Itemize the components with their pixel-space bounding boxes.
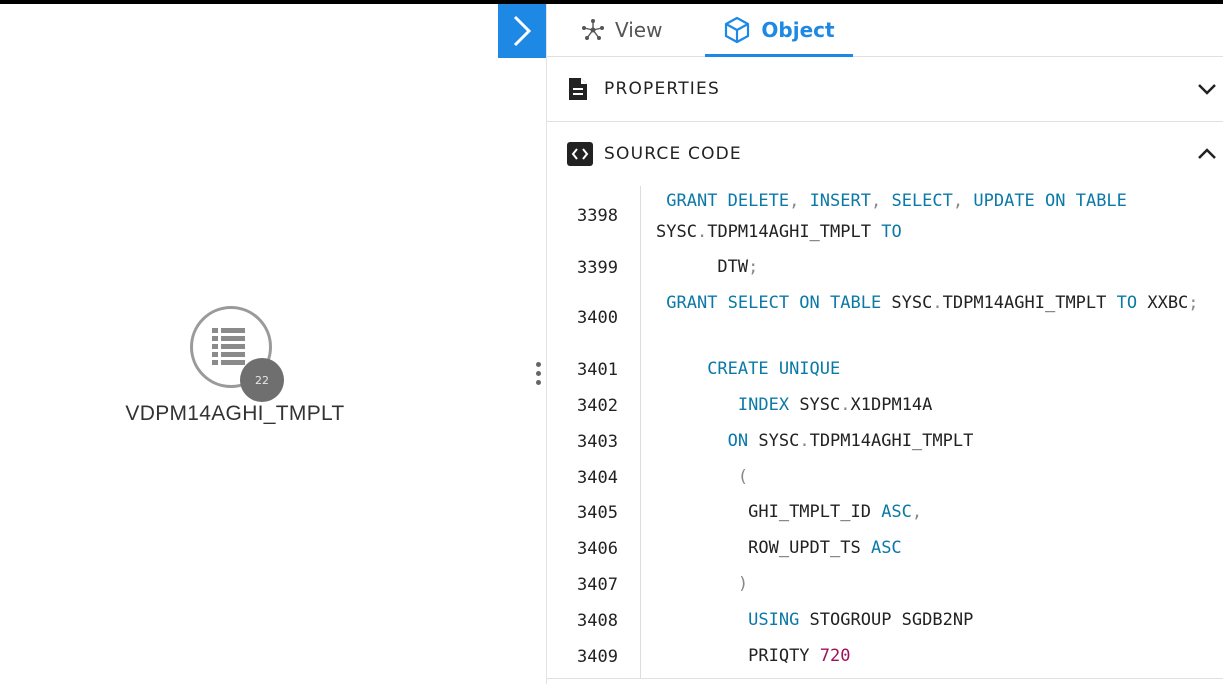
line-number: 3406: [577, 539, 618, 559]
code-line: 3408 USING STOGROUP SGDB2NP: [547, 605, 1223, 639]
line-number: 3402: [577, 396, 618, 416]
detail-panel: View Object PROP: [546, 4, 1223, 684]
properties-header[interactable]: PROPERTIES: [547, 57, 1223, 121]
lineage-canvas[interactable]: 22 VDPM14AGHI_TMPLT: [0, 4, 545, 684]
collapse-panel-button[interactable]: [498, 4, 546, 58]
line-number: 3400: [577, 308, 618, 328]
tab-object[interactable]: Object: [705, 4, 853, 57]
code-line: 3406 ROW_UPDT_TS ASC: [547, 533, 1223, 567]
source-code-header[interactable]: SOURCE CODE: [547, 122, 1223, 186]
code-line: 3404 (: [547, 462, 1223, 496]
code-line: 3399 DTW;: [547, 252, 1223, 286]
lineage-node[interactable]: 22 VDPM14AGHI_TMPLT: [100, 304, 370, 444]
line-number: 3403: [577, 432, 618, 452]
line-content: (: [656, 467, 749, 487]
code-line: 3400 GRANT SELECT ON TABLE SYSC.TDPM14AG…: [547, 288, 1223, 350]
graph-nodes-icon: [581, 18, 605, 42]
line-number: 3404: [577, 468, 618, 488]
chevron-up-icon[interactable]: [1196, 144, 1218, 168]
line-number: 3408: [577, 611, 618, 631]
code-line: 3402 INDEX SYSC.X1DPM14A: [547, 390, 1223, 424]
tab-view[interactable]: View: [581, 4, 662, 56]
line-number: 3405: [577, 503, 618, 523]
line-number: 3407: [577, 575, 618, 595]
line-content: GHI_TMPLT_ID ASC,: [656, 502, 923, 522]
line-content: DTW;: [656, 257, 759, 277]
line-number: 3409: [577, 647, 618, 667]
code-line: 3398 GRANT DELETE, INSERT, SELECT, UPDAT…: [547, 186, 1223, 248]
source-code-viewer[interactable]: 3398 GRANT DELETE, INSERT, SELECT, UPDAT…: [547, 186, 1223, 684]
line-content: GRANT DELETE, INSERT, SELECT, UPDATE ON …: [656, 191, 1138, 242]
cube-icon: [723, 16, 751, 44]
properties-title: PROPERTIES: [604, 79, 720, 99]
line-number: 3398: [577, 206, 618, 226]
line-content: INDEX SYSC.X1DPM14A: [656, 395, 933, 415]
code-icon: [567, 142, 593, 170]
panel-resize-handle[interactable]: [536, 362, 542, 388]
code-line: 3401 CREATE UNIQUE: [547, 354, 1223, 388]
code-bottom-border: [547, 678, 1223, 679]
line-content: USING STOGROUP SGDB2NP: [656, 610, 974, 630]
line-content: PRIQTY 720: [656, 646, 851, 666]
code-line: 3403 ON SYSC.TDPM14AGHI_TMPLT: [547, 426, 1223, 460]
code-line: 3409 PRIQTY 720: [547, 641, 1223, 675]
window-top-border: [0, 0, 1223, 4]
node-count-badge: 22: [240, 358, 284, 402]
line-content: CREATE UNIQUE: [656, 359, 841, 379]
line-content: ON SYSC.TDPM14AGHI_TMPLT: [656, 431, 974, 451]
tab-object-label: Object: [761, 18, 835, 42]
table-list-icon: [212, 328, 245, 365]
code-line: 3405 GHI_TMPLT_ID ASC,: [547, 497, 1223, 531]
line-content: ROW_UPDT_TS ASC: [656, 538, 902, 558]
source-code-title: SOURCE CODE: [604, 144, 742, 164]
line-number: 3399: [577, 258, 618, 278]
tab-view-label: View: [615, 18, 663, 42]
line-content: GRANT SELECT ON TABLE SYSC.TDPM14AGHI_TM…: [656, 293, 1199, 313]
properties-section: PROPERTIES: [547, 57, 1223, 122]
chevron-down-icon[interactable]: [1196, 79, 1218, 103]
chevron-right-icon: [513, 15, 532, 47]
source-code-section: SOURCE CODE: [547, 122, 1223, 186]
line-number: 3401: [577, 360, 618, 380]
line-content: ): [656, 574, 749, 594]
code-line: 3407 ): [547, 569, 1223, 603]
document-icon: [567, 77, 589, 105]
node-label[interactable]: VDPM14AGHI_TMPLT: [125, 402, 345, 425]
panel-tabs: View Object: [547, 4, 1223, 57]
gutter-divider: [640, 186, 641, 678]
